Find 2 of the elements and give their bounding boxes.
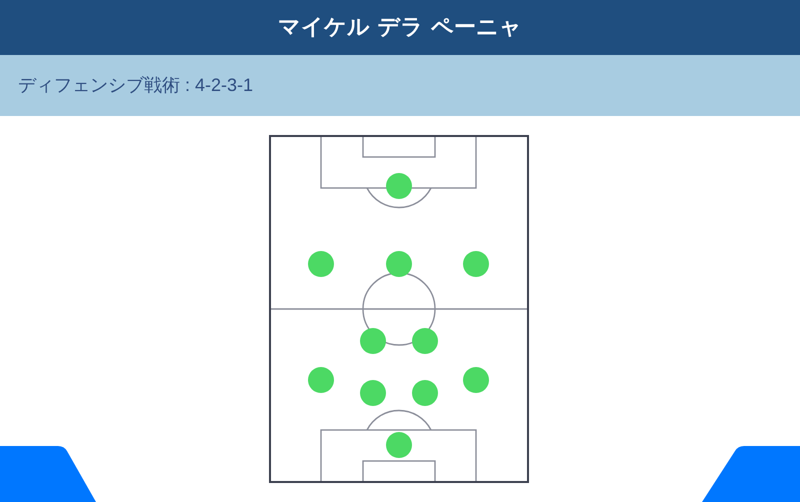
subtitle: ディフェンシブ戦術 : 4-2-3-1 bbox=[18, 74, 254, 97]
title: マイケル デラ ペーニャ bbox=[276, 14, 524, 42]
